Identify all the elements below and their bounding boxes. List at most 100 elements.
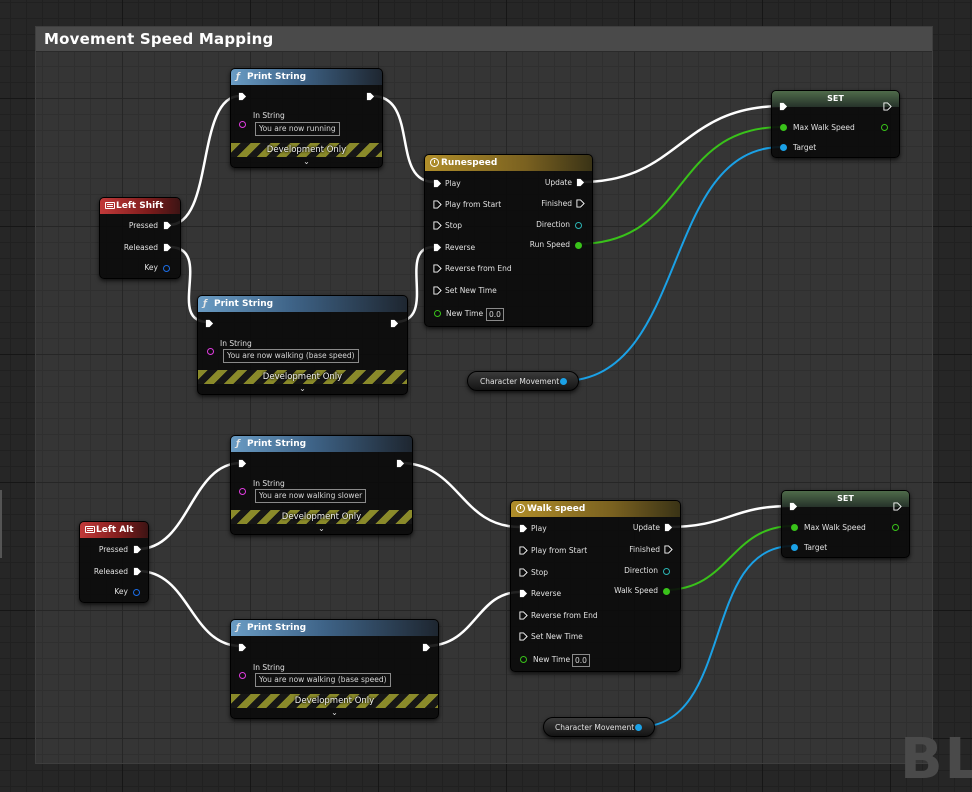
exec-in-pin[interactable]	[238, 459, 247, 468]
node-header[interactable]: ƒ Print String	[198, 296, 407, 312]
exec-wire	[398, 461, 522, 529]
exec-in-pin[interactable]	[779, 102, 788, 111]
exec-out-pin[interactable]	[390, 319, 399, 328]
character-movement-pin[interactable]	[635, 724, 642, 731]
string-pin[interactable]	[239, 672, 246, 679]
string-pin[interactable]	[207, 348, 214, 355]
character-movement-node-2[interactable]: Character Movement	[543, 717, 655, 737]
exec-wire	[370, 94, 436, 184]
update-exec-pin[interactable]	[664, 523, 673, 532]
play-exec-pin[interactable]	[519, 524, 528, 533]
pressed-exec-pin[interactable]	[163, 221, 172, 230]
stop-exec-pin[interactable]	[519, 568, 528, 577]
play-from-start-exec-pin[interactable]	[433, 200, 442, 209]
node-header[interactable]: Runespeed	[425, 155, 592, 171]
max-walk-speed-out-pin[interactable]	[892, 524, 899, 531]
node-header[interactable]: Walk speed	[511, 501, 680, 517]
direction-pin[interactable]	[575, 222, 582, 229]
expand-chevron-icon[interactable]: ⌄	[331, 708, 338, 717]
float-wire	[577, 126, 783, 245]
node-header[interactable]: ƒ Print String	[231, 620, 438, 636]
timeline-node-runespeed[interactable]: Runespeed Play Play from Start Stop Reve…	[424, 154, 593, 327]
expand-chevron-icon[interactable]: ⌄	[299, 384, 306, 393]
key-pin[interactable]	[133, 589, 140, 596]
node-header[interactable]: SET	[782, 491, 909, 507]
walk-speed-pin[interactable]	[663, 588, 670, 595]
function-icon: ƒ	[236, 439, 240, 449]
reverse-exec-pin[interactable]	[519, 589, 528, 598]
max-walk-speed-pin[interactable]	[780, 124, 787, 131]
target-pin[interactable]	[780, 144, 787, 151]
node-header[interactable]: ƒ Print String	[231, 436, 412, 452]
in-string-field[interactable]: You are now walking (base speed)	[223, 349, 359, 363]
string-pin[interactable]	[239, 488, 246, 495]
exec-in-pin[interactable]	[238, 643, 247, 652]
max-walk-speed-out-pin[interactable]	[881, 124, 888, 131]
reverse-from-end-exec-pin[interactable]	[433, 264, 442, 273]
in-string-field[interactable]: You are now walking (base speed)	[255, 673, 391, 687]
key-event-left-alt[interactable]: Left Alt Pressed Released Key	[79, 521, 149, 603]
function-icon: ƒ	[203, 299, 207, 309]
key-pin[interactable]	[163, 265, 170, 272]
play-exec-pin[interactable]	[433, 179, 442, 188]
character-movement-pin[interactable]	[560, 378, 567, 385]
play-from-start-exec-pin[interactable]	[519, 546, 528, 555]
comment-title[interactable]: Movement Speed Mapping	[36, 27, 932, 52]
function-icon: ƒ	[236, 623, 240, 633]
play-label: Play	[445, 179, 461, 188]
print-string-node-walking-base-2[interactable]: ƒ Print String In String You are now wal…	[230, 619, 439, 719]
node-title: SET	[837, 494, 854, 503]
finished-exec-pin[interactable]	[576, 199, 585, 208]
set-new-time-exec-pin[interactable]	[433, 286, 442, 295]
set-new-time-exec-pin[interactable]	[519, 632, 528, 641]
string-pin[interactable]	[239, 121, 246, 128]
run-speed-pin[interactable]	[575, 242, 582, 249]
reverse-from-end-label: Reverse from End	[445, 264, 512, 273]
direction-pin[interactable]	[663, 568, 670, 575]
node-header[interactable]: ƒ Print String	[231, 69, 382, 85]
in-string-field[interactable]: You are now running	[255, 122, 340, 136]
character-movement-node-1[interactable]: Character Movement	[467, 371, 579, 391]
node-header[interactable]: Left Alt	[80, 522, 148, 538]
timeline-node-walk-speed[interactable]: Walk speed Play Play from Start Stop Rev…	[510, 500, 681, 672]
exec-wire	[665, 504, 793, 529]
finished-exec-pin[interactable]	[664, 545, 673, 554]
exec-out-pin[interactable]	[396, 459, 405, 468]
node-header[interactable]: SET	[772, 91, 899, 107]
max-walk-speed-pin[interactable]	[791, 524, 798, 531]
new-time-pin[interactable]	[434, 310, 441, 317]
exec-in-pin[interactable]	[789, 502, 798, 511]
expand-chevron-icon[interactable]: ⌄	[303, 157, 310, 166]
print-string-node-running[interactable]: ƒ Print String In String You are now run…	[230, 68, 383, 168]
print-string-node-walking-base[interactable]: ƒ Print String In String You are now wal…	[197, 295, 408, 395]
exec-in-pin[interactable]	[238, 92, 247, 101]
development-only-label: Development Only	[294, 696, 375, 706]
exec-in-pin[interactable]	[205, 319, 214, 328]
exec-out-pin[interactable]	[366, 92, 375, 101]
in-string-field[interactable]: You are now walking slower	[255, 489, 367, 503]
pressed-exec-pin[interactable]	[133, 545, 142, 554]
exec-out-pin[interactable]	[893, 502, 902, 511]
node-title: Print String	[247, 623, 307, 633]
new-time-pin[interactable]	[520, 656, 527, 663]
direction-label: Direction	[624, 566, 658, 575]
exec-out-pin[interactable]	[883, 102, 892, 111]
stop-exec-pin[interactable]	[433, 221, 442, 230]
expand-chevron-icon[interactable]: ⌄	[318, 524, 325, 533]
update-exec-pin[interactable]	[576, 178, 585, 187]
set-max-walk-speed-node-2[interactable]: SET Max Walk Speed Target	[781, 490, 910, 558]
reverse-exec-pin[interactable]	[433, 243, 442, 252]
print-string-node-walking-slower[interactable]: ƒ Print String In String You are now wal…	[230, 435, 413, 535]
released-exec-pin[interactable]	[133, 567, 142, 576]
new-time-field[interactable]: 0.0	[572, 654, 590, 667]
exec-out-pin[interactable]	[422, 643, 431, 652]
target-pin[interactable]	[791, 544, 798, 551]
node-header[interactable]: Left Shift	[100, 198, 180, 214]
in-string-label: In String	[253, 111, 285, 120]
set-max-walk-speed-node-1[interactable]: SET Max Walk Speed Target	[771, 90, 900, 158]
direction-label: Direction	[536, 220, 570, 229]
released-exec-pin[interactable]	[163, 243, 172, 252]
reverse-from-end-exec-pin[interactable]	[519, 611, 528, 620]
new-time-field[interactable]: 0.0	[486, 308, 504, 321]
key-event-left-shift[interactable]: Left Shift Pressed Released Key	[99, 197, 181, 279]
